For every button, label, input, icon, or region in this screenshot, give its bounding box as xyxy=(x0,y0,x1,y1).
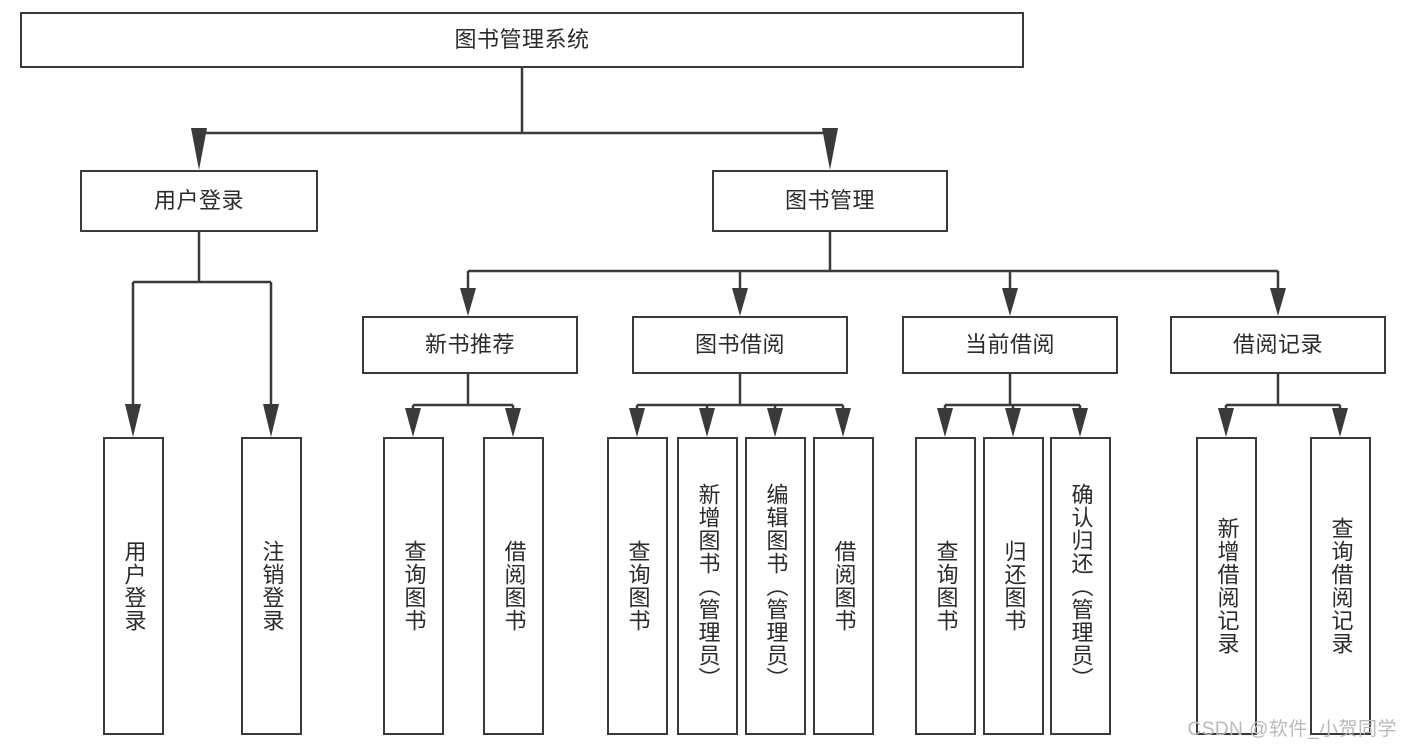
arrowheads xyxy=(125,128,1348,437)
node-label: 借阅图书 xyxy=(501,540,527,632)
node-label: 新书推荐 xyxy=(424,331,515,357)
leaf-book-borrow-edit-book-admin[interactable]: 编辑图书（管理员） xyxy=(745,437,806,735)
leaf-book-borrow-add-book-admin[interactable]: 新增图书（管理员） xyxy=(677,437,738,735)
node-label: 图书借阅 xyxy=(694,331,785,357)
leaf-user-login-login[interactable]: 用户登录 xyxy=(103,437,164,735)
leaf-inner: 查询借阅记录 xyxy=(1312,439,1369,733)
leaf-inner: 归还图书 xyxy=(985,439,1042,733)
leaf-inner: 借阅图书 xyxy=(815,439,872,733)
leaf-inner: 用户登录 xyxy=(105,439,162,733)
node-label: 新增图书（管理员） xyxy=(695,482,721,690)
leaf-inner: 注销登录 xyxy=(243,439,300,733)
node-label: 注销登录 xyxy=(259,540,285,632)
node-label: 当前借阅 xyxy=(964,331,1055,357)
node-label: 查询借阅记录 xyxy=(1328,517,1354,655)
leaf-book-borrow-borrow-book[interactable]: 借阅图书 xyxy=(813,437,874,735)
node-label: 确认归还（管理员） xyxy=(1068,482,1094,690)
leaf-inner: 查询图书 xyxy=(385,439,442,733)
leaf-book-borrow-query-book[interactable]: 查询图书 xyxy=(607,437,668,735)
node-label: 编辑图书（管理员） xyxy=(763,482,789,690)
node-label: 图书管理系统 xyxy=(454,26,590,52)
node-label: 新增借阅记录 xyxy=(1214,517,1240,655)
node-user-login[interactable]: 用户登录 xyxy=(80,170,318,232)
leaf-current-borrow-confirm-return-admin[interactable]: 确认归还（管理员） xyxy=(1050,437,1111,735)
node-label: 查询图书 xyxy=(933,540,959,632)
leaf-new-book-borrow-book[interactable]: 借阅图书 xyxy=(483,437,544,735)
node-label: 借阅记录 xyxy=(1232,331,1323,357)
leaf-inner: 新增借阅记录 xyxy=(1198,439,1255,733)
leaf-inner: 借阅图书 xyxy=(485,439,542,733)
node-label: 查询图书 xyxy=(625,540,651,632)
leaf-inner: 查询图书 xyxy=(609,439,666,733)
node-current-borrow[interactable]: 当前借阅 xyxy=(902,316,1118,374)
node-label: 归还图书 xyxy=(1001,540,1027,632)
leaf-inner: 编辑图书（管理员） xyxy=(747,439,804,733)
leaf-inner: 查询图书 xyxy=(917,439,974,733)
node-label: 查询图书 xyxy=(401,540,427,632)
node-label: 图书管理 xyxy=(784,187,875,213)
leaf-borrow-record-add-record[interactable]: 新增借阅记录 xyxy=(1196,437,1257,735)
leaf-new-book-query-book[interactable]: 查询图书 xyxy=(383,437,444,735)
leaf-inner: 新增图书（管理员） xyxy=(679,439,736,733)
node-book-borrow[interactable]: 图书借阅 xyxy=(632,316,848,374)
node-label: 借阅图书 xyxy=(831,540,857,632)
node-book-management[interactable]: 图书管理 xyxy=(712,170,948,232)
node-new-book-recommend[interactable]: 新书推荐 xyxy=(362,316,578,374)
leaf-user-login-logout[interactable]: 注销登录 xyxy=(241,437,302,735)
leaf-inner: 确认归还（管理员） xyxy=(1052,439,1109,733)
node-label: 用户登录 xyxy=(121,540,147,632)
leaf-borrow-record-query-record[interactable]: 查询借阅记录 xyxy=(1310,437,1371,735)
leaf-current-borrow-return-book[interactable]: 归还图书 xyxy=(983,437,1044,735)
node-label: 用户登录 xyxy=(153,187,244,213)
node-borrow-record[interactable]: 借阅记录 xyxy=(1170,316,1386,374)
node-root-book-management-system[interactable]: 图书管理系统 xyxy=(20,12,1024,68)
leaf-current-borrow-query-book[interactable]: 查询图书 xyxy=(915,437,976,735)
